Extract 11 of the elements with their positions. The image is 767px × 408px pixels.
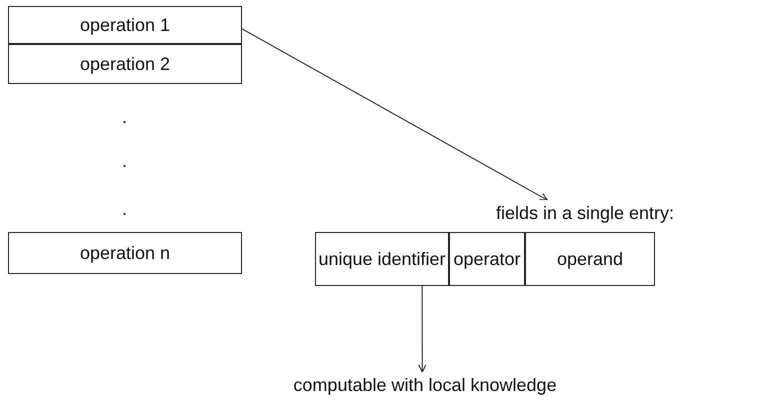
field-box: operation 1 <box>8 6 242 44</box>
field-box: operator <box>449 232 525 286</box>
arrow <box>418 286 426 372</box>
field-box: operation n <box>8 232 242 274</box>
field-box: operation 2 <box>8 44 242 84</box>
arrow <box>242 28 548 200</box>
ellipsis-dot: . <box>122 152 128 170</box>
ellipsis-dot: . <box>122 108 128 126</box>
ellipsis-dot: . <box>122 200 128 218</box>
field-box: operand <box>525 232 655 286</box>
field-box: unique identifier <box>315 232 449 286</box>
